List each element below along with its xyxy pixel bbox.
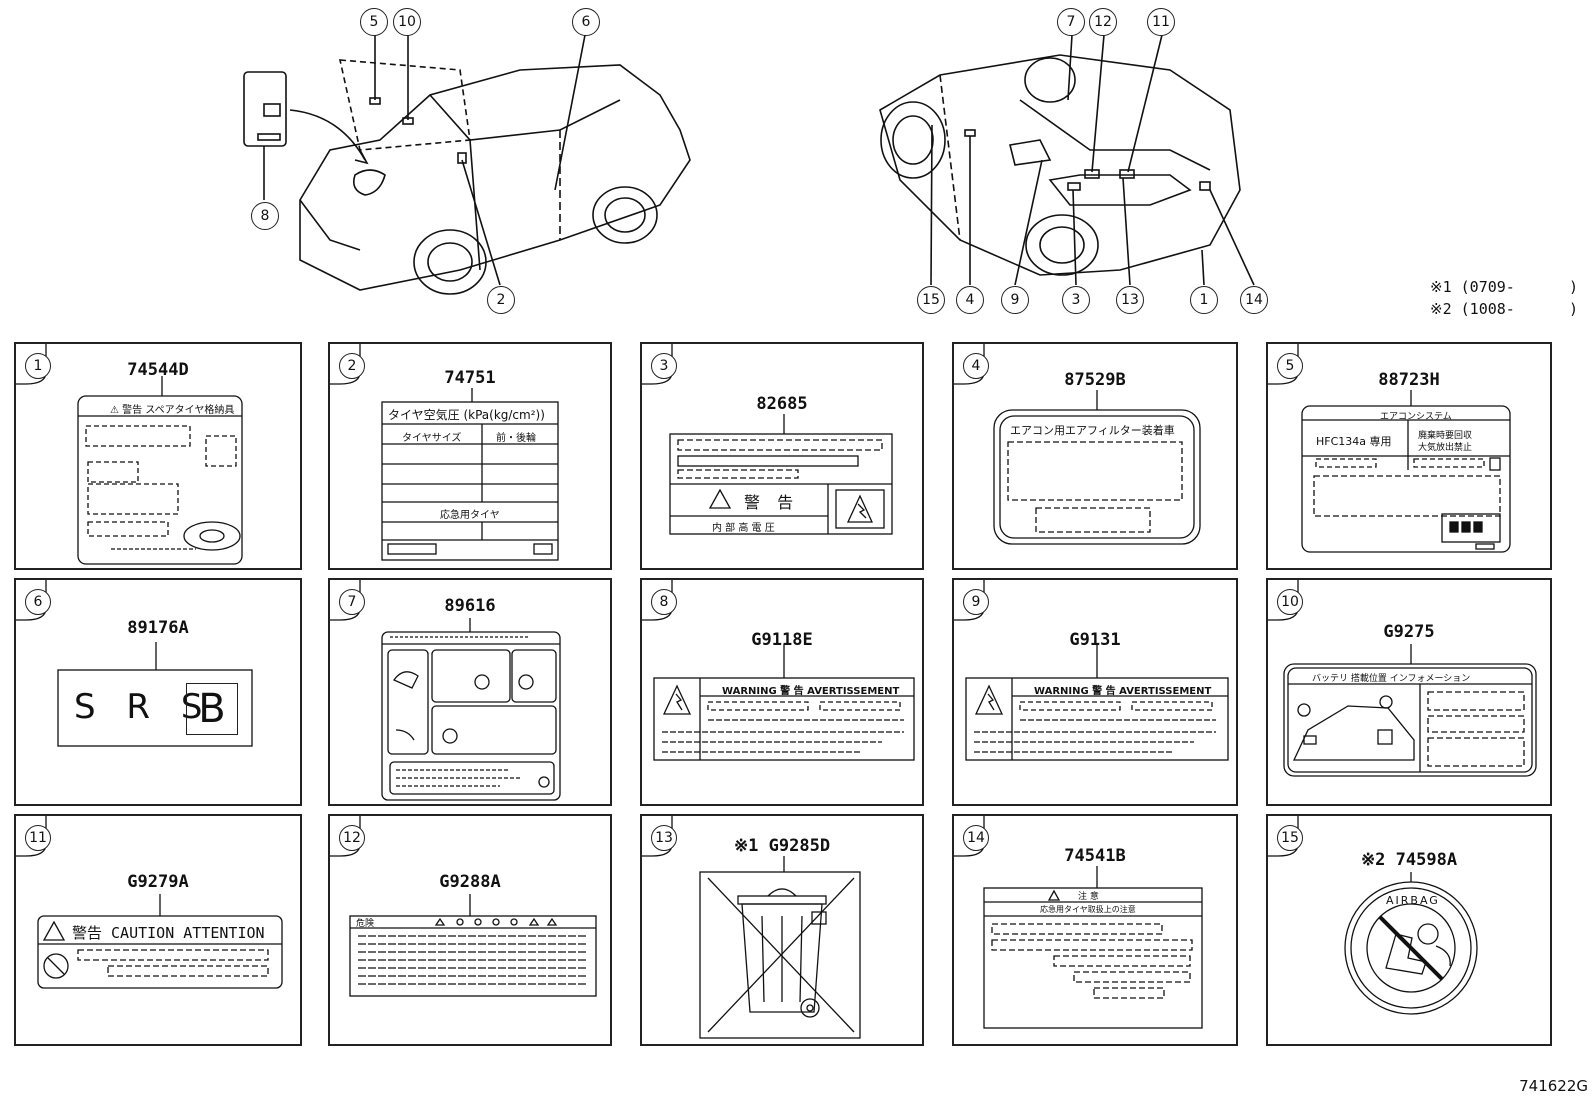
part-code: 88723H (1378, 370, 1440, 390)
panel-number: 2 (339, 353, 365, 379)
panel-number: 9 (963, 589, 989, 615)
panel-number: 1 (25, 353, 51, 379)
panel-2: 2 74751 タイヤ空気圧 (kPa(kg/cm²)) タイヤサイズ 前・後輪… (328, 342, 612, 570)
srs-text: S R S (74, 687, 213, 727)
callout-7: 7 (1057, 8, 1085, 36)
callout-5: 5 (360, 8, 388, 36)
vehicle-location-diagrams (243, 34, 1255, 295)
panel-number: 4 (963, 353, 989, 379)
panel-number: 14 (963, 825, 989, 851)
part-code: 82685 (756, 394, 808, 414)
label-warning: WARNING 警 告 AVERTISSEMENT (722, 686, 900, 697)
part-code: G9288A (439, 872, 501, 892)
panel-number: 7 (339, 589, 365, 615)
panel-number: 10 (1277, 589, 1303, 615)
callout-4: 4 (956, 286, 984, 314)
panel-number: 11 (25, 825, 51, 851)
part-code: G9118E (751, 630, 813, 650)
panel-3: 3 82685 警 告 内 部 高 電 圧 (640, 342, 924, 570)
note-2: ※2 (1008- ) (1430, 300, 1579, 318)
callout-6: 6 (572, 8, 600, 36)
panel-11: 11 G9279A 警告 CAUTION ATTENTION (14, 814, 302, 1046)
figure-id: 741622G (1519, 1077, 1588, 1095)
label-caution: 注 意 (1078, 892, 1099, 902)
callout-2: 2 (487, 286, 515, 314)
label-high-voltage: 内 部 高 電 圧 (712, 523, 775, 534)
label-spare-tire: 応急用タイヤ (440, 510, 500, 521)
note-1: ※1 (0709- ) (1430, 278, 1579, 296)
panel-12: 12 G9288A 危険 (328, 814, 612, 1046)
label-refrigerant: HFC134a 専用 (1316, 435, 1392, 448)
panel-14: 14 74541B 注 意 応急用タイヤ取扱上の注意 (952, 814, 1238, 1046)
panel-9: 9 G9131 WARNING 警 告 AVERTISSEMENT (952, 578, 1238, 806)
part-code: 89176A (127, 618, 189, 638)
part-code: G9275 (1383, 622, 1435, 642)
panel-number: 5 (1277, 353, 1303, 379)
label-caution: 警告 CAUTION ATTENTION (72, 924, 265, 942)
part-code: 74541B (1064, 846, 1126, 866)
part-code: G9279A (127, 872, 189, 892)
label-warning: WARNING 警 告 AVERTISSEMENT (1034, 686, 1212, 697)
part-code: 74544D (127, 360, 189, 380)
callout-11: 11 (1147, 8, 1175, 36)
label-airbag: AIRBAG (1386, 894, 1440, 907)
label-tire-size: タイヤサイズ (402, 433, 462, 444)
label-heading: ⚠ 警告 スペアタイヤ格納具 (110, 405, 235, 416)
label-spare-tire-notes: 応急用タイヤ取扱上の注意 (1040, 905, 1136, 914)
part-code: 74751 (444, 368, 496, 388)
applicability-notes: ※1 (0709- ) ※2 (1008- ) (1430, 276, 1578, 320)
panel-10: 10 G9275 バッテリ 搭載位置 インフォメーション (1266, 578, 1552, 806)
label-heading: タイヤ空気圧 (kPa(kg/cm²)) (388, 408, 545, 422)
callout-1: 1 (1190, 286, 1218, 314)
label-recovery: 廃棄時要回収 (1418, 431, 1473, 441)
label-heading: バッテリ 搭載位置 インフォメーション (1312, 674, 1471, 684)
callout-15: 15 (917, 286, 945, 314)
label-no-release: 大気放出禁止 (1418, 443, 1473, 453)
panel-13: 13 ※1 G9285D (640, 814, 924, 1046)
callout-13: 13 (1116, 286, 1144, 314)
label-warning: 警 告 (744, 493, 800, 512)
callout-8: 8 (251, 202, 279, 230)
panel-7: 7 89616 (328, 578, 612, 806)
panel-4: 4 87529B エアコン用エアフィルター装着車 (952, 342, 1238, 570)
part-code: 87529B (1064, 370, 1126, 390)
label-heading: エアコンシステム (1380, 412, 1452, 422)
part-code: ※2 74598A (1360, 850, 1458, 870)
panel-number: 13 (651, 825, 677, 851)
label-heading: エアコン用エアフィルター装着車 (1010, 424, 1175, 437)
panel-1: 1 74544D ⚠ 警告 スペアタイヤ格納具 (14, 342, 302, 570)
part-code: ※1 G9285D (733, 836, 831, 856)
callout-10: 10 (393, 8, 421, 36)
part-code: G9131 (1069, 630, 1121, 650)
panel-number: 8 (651, 589, 677, 615)
panel-number: 12 (339, 825, 365, 851)
srs-b-box: B (186, 683, 238, 735)
callout-3: 3 (1062, 286, 1090, 314)
panel-5: 5 88723H エアコンシステム HFC134a 専用 廃棄時要回収 大気放出… (1266, 342, 1552, 570)
panel-6: 6 89176A S R S B (14, 578, 302, 806)
panel-number: 6 (25, 589, 51, 615)
callout-9: 9 (1001, 286, 1029, 314)
label-danger: 危険 (356, 919, 375, 929)
panel-8: 8 G9118E WARNING 警 告 AVERTISSEMENT (640, 578, 924, 806)
panel-number: 15 (1277, 825, 1303, 851)
label-front-rear: 前・後輪 (496, 433, 536, 444)
panel-15: 15 ※2 74598A AIRBAG (1266, 814, 1552, 1046)
callout-14: 14 (1240, 286, 1268, 314)
panel-number: 3 (651, 353, 677, 379)
callout-12: 12 (1089, 8, 1117, 36)
part-code: 89616 (444, 596, 496, 616)
